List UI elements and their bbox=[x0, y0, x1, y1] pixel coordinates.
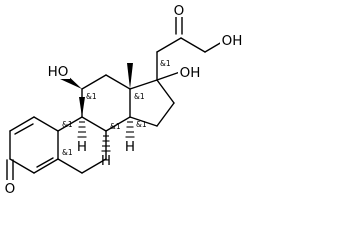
ring-d bbox=[129, 79, 175, 127]
stereo-mark-c13: &1 bbox=[134, 92, 145, 101]
side-chain-oxygen-label: O bbox=[174, 3, 185, 19]
methyl-c13-wedge bbox=[127, 63, 133, 89]
h-c8-label: H bbox=[101, 153, 111, 169]
methyl-c10-wedge bbox=[79, 97, 85, 117]
stereo-mark-c10: &1 bbox=[62, 148, 73, 157]
hash-h-c14 bbox=[125, 121, 135, 138]
stereo-mark-c11: &1 bbox=[86, 92, 97, 101]
side-chain bbox=[156, 13, 223, 81]
ring-b bbox=[57, 116, 107, 174]
stereo-mark-c8: &1 bbox=[110, 122, 121, 131]
stereo-mark-c9: &1 bbox=[62, 120, 73, 129]
hash-h-c9 bbox=[77, 121, 87, 138]
h-c14-label: H bbox=[125, 139, 135, 155]
ketone-oxygen-label: O bbox=[5, 181, 16, 197]
stereo-mark-c17: &1 bbox=[160, 59, 171, 68]
c17-oh-label: OH bbox=[180, 65, 201, 81]
stereo-mark-c14: &1 bbox=[136, 120, 147, 129]
ring-a bbox=[9, 116, 59, 174]
terminal-oh-label: OH bbox=[222, 33, 243, 49]
chemical-structure: O O OH OH HO H H H &1 &1 &1 &1 &1 &1 &1 bbox=[4, 2, 244, 197]
hash-h-c8 bbox=[101, 135, 111, 152]
ring-c bbox=[81, 74, 131, 132]
h-c9-label: H bbox=[77, 139, 87, 155]
c17-oh-bond bbox=[156, 71, 181, 81]
c11-ho-label: HO bbox=[48, 64, 69, 80]
